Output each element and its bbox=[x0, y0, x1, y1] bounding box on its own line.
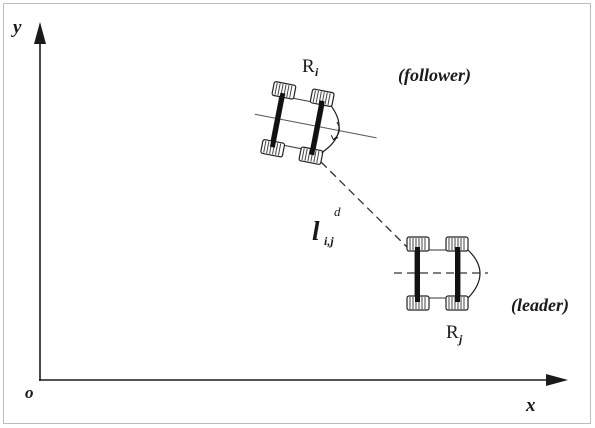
follower-role: (follower) bbox=[398, 65, 471, 86]
leader-axle-rear bbox=[415, 247, 420, 302]
leader-label: R bbox=[446, 322, 459, 343]
follower-robot bbox=[254, 80, 377, 166]
leader-axle-front bbox=[455, 247, 460, 302]
coordinate-axes: y x o bbox=[11, 17, 568, 416]
leader-label-subscript: j bbox=[457, 332, 463, 346]
follower-turn-arrow bbox=[330, 121, 340, 141]
distance-symbol: l bbox=[312, 216, 320, 246]
y-axis-arrowhead bbox=[34, 22, 46, 44]
follower-axle-front bbox=[309, 100, 325, 156]
leader-robot bbox=[394, 236, 488, 311]
distance-label: l d i,j bbox=[312, 204, 341, 248]
x-axis-label: x bbox=[525, 395, 536, 416]
origin-label: o bbox=[25, 383, 34, 402]
follower-axle-rear bbox=[269, 92, 286, 148]
leader-front-arc bbox=[467, 249, 481, 299]
figure-frame bbox=[3, 3, 591, 424]
distance-superscript: d bbox=[334, 204, 341, 219]
desired-distance-line bbox=[320, 161, 413, 253]
x-axis-arrowhead bbox=[546, 374, 568, 386]
y-axis-label: y bbox=[11, 17, 22, 38]
leader-role: (leader) bbox=[511, 295, 569, 316]
follower-label-subscript: i bbox=[315, 65, 319, 79]
distance-subscript: i,j bbox=[324, 234, 334, 248]
follower-label: R bbox=[302, 56, 315, 77]
